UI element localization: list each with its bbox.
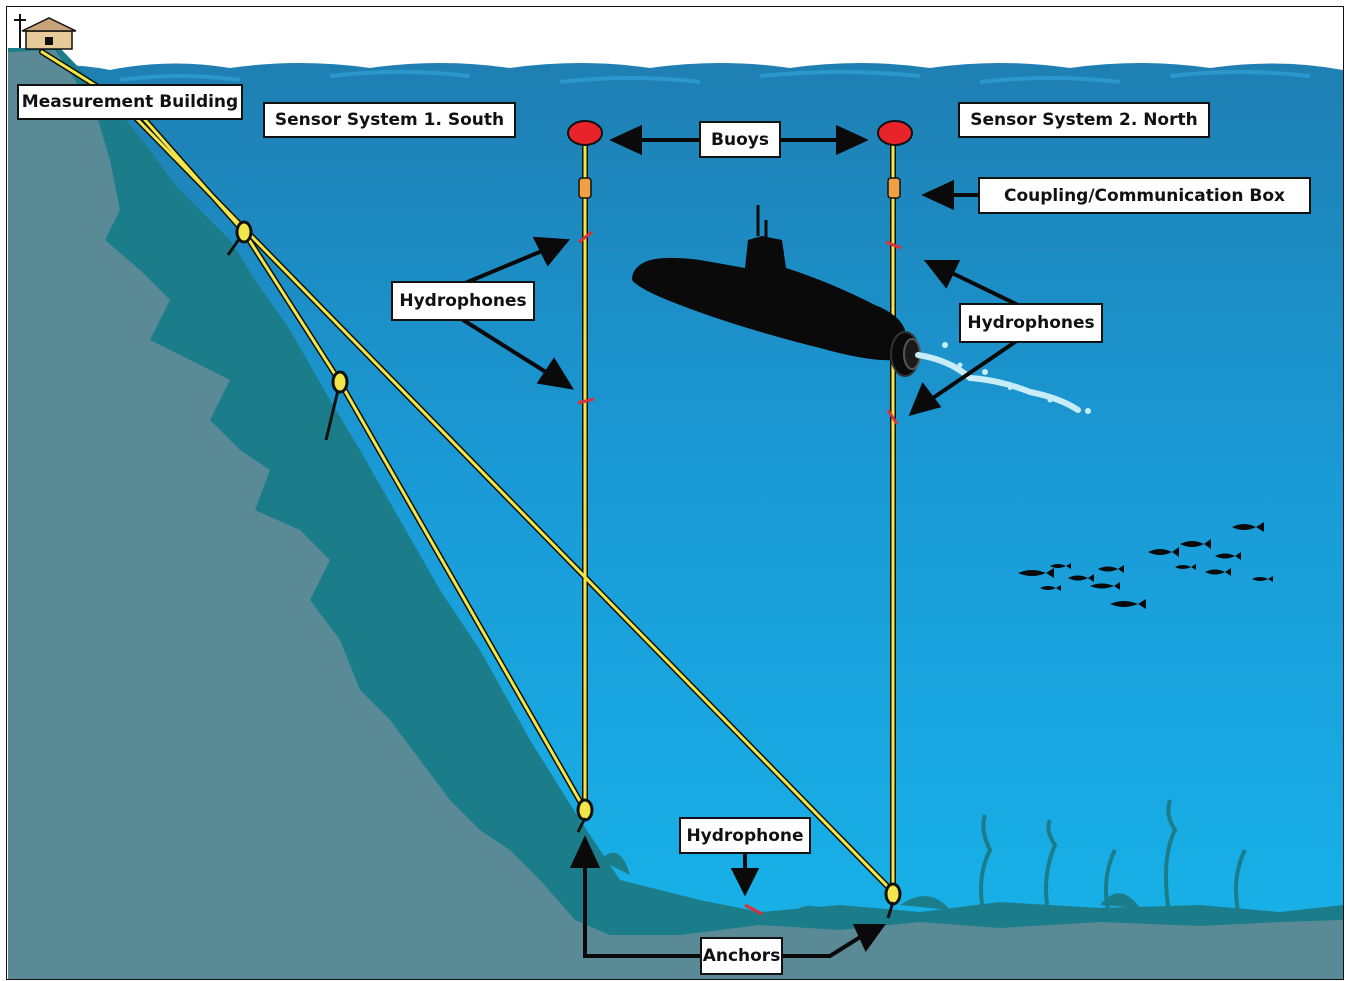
fish-school-icon xyxy=(1018,522,1273,609)
label-hydrophones-south: Hydrophones xyxy=(391,281,535,321)
wave-lines xyxy=(119,70,1311,84)
anchor-south-icon xyxy=(576,798,594,833)
label-anchors: Anchors xyxy=(700,937,783,975)
coupling-box-south-icon xyxy=(578,177,592,199)
label-sensor-system-south: Sensor System 1. South xyxy=(263,102,516,138)
label-hydrophone-seabed: Hydrophone xyxy=(679,817,811,854)
label-buoys: Buoys xyxy=(699,121,781,158)
wake-bubbles xyxy=(915,342,1091,414)
measurement-building-icon xyxy=(14,14,77,50)
coupling-box-north-icon xyxy=(887,177,901,199)
cable-clamps xyxy=(226,220,349,441)
label-coupling-box: Coupling/Communication Box xyxy=(978,177,1311,214)
anchor-north-icon xyxy=(884,882,902,919)
submarine-icon xyxy=(632,205,921,377)
label-hydrophones-north: Hydrophones xyxy=(959,303,1103,343)
hydrophone-markers xyxy=(577,230,902,916)
cliff-seabed xyxy=(8,50,1343,980)
buoy-south-icon xyxy=(567,120,603,146)
label-measurement-building: Measurement Building xyxy=(17,84,243,120)
buoy-north-icon xyxy=(877,120,913,146)
label-sensor-system-north: Sensor System 2. North xyxy=(958,102,1210,138)
annotation-arrows xyxy=(457,124,1020,958)
plants xyxy=(979,799,1247,921)
